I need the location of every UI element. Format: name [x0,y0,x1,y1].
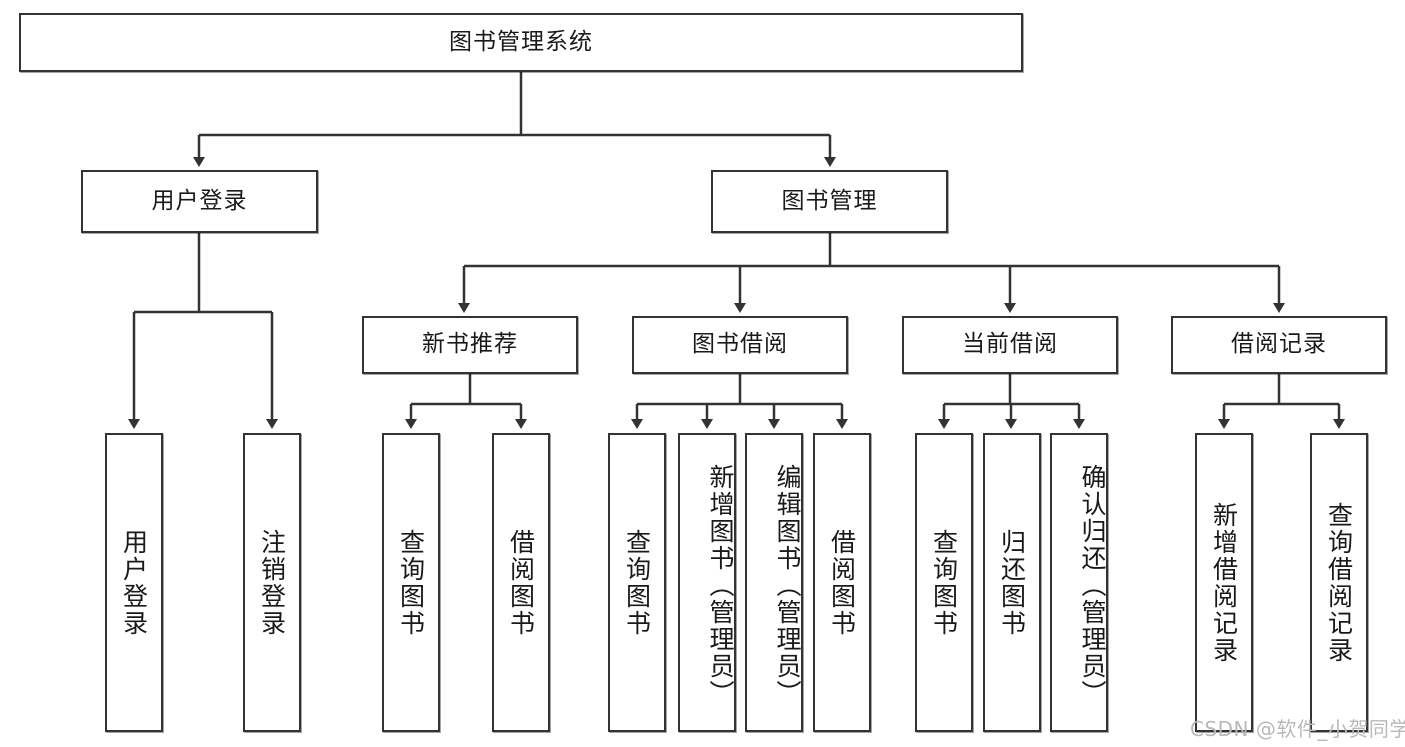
leaf-borrow-edit-book-admin[interactable]: 编辑图书（管理员） [745,433,803,732]
node-current-borrowing[interactable]: 当前借阅 [902,316,1118,374]
node-borrowing-record[interactable]: 借阅记录 [1171,316,1387,374]
leaf-current-query-book[interactable]: 查询图书 [915,433,973,732]
leaf-record-query-borrow-record[interactable]: 查询借阅记录 [1310,433,1368,732]
node-label: 确认归还（管理员） [1078,464,1107,707]
leaf-user-logout[interactable]: 注销登录 [243,433,301,732]
node-label: 查询图书 [396,528,426,637]
node-label: 图书管理 [781,187,878,214]
leaf-current-confirm-return-admin[interactable]: 确认归还（管理员） [1050,433,1108,732]
node-label: 新书推荐 [422,331,518,358]
node-label: 注销登录 [257,528,287,637]
node-label: 借阅图书 [506,528,536,637]
node-label: 用户登录 [151,187,248,214]
node-label: 借阅图书 [827,528,857,637]
node-label: 编辑图书（管理员） [773,464,802,707]
node-label: 查询图书 [622,528,652,637]
node-root-book-management-system[interactable]: 图书管理系统 [19,13,1023,72]
node-book-borrowing[interactable]: 图书借阅 [632,316,848,374]
node-label: 图书管理系统 [449,28,593,55]
node-label: 图书借阅 [692,331,788,358]
leaf-recommend-borrow-book[interactable]: 借阅图书 [492,433,550,732]
node-label: 用户登录 [119,528,149,637]
node-label: 查询借阅记录 [1324,501,1354,664]
node-label: 新增借阅记录 [1209,501,1239,664]
leaf-borrow-query-book[interactable]: 查询图书 [608,433,666,732]
node-label: 当前借阅 [962,331,1058,358]
node-label: 归还图书 [997,528,1027,637]
leaf-recommend-query-book[interactable]: 查询图书 [382,433,440,732]
leaf-record-add-borrow-record[interactable]: 新增借阅记录 [1195,433,1253,732]
node-label: 新增图书（管理员） [706,464,735,707]
node-label: 借阅记录 [1231,331,1327,358]
leaf-current-return-book[interactable]: 归还图书 [983,433,1041,732]
leaf-borrow-add-book-admin[interactable]: 新增图书（管理员） [678,433,736,732]
node-book-management[interactable]: 图书管理 [711,170,948,233]
leaf-borrow-lend-book[interactable]: 借阅图书 [813,433,871,732]
node-label: 查询图书 [929,528,959,637]
node-user-login[interactable]: 用户登录 [81,170,318,233]
leaf-user-login[interactable]: 用户登录 [105,433,163,732]
node-new-book-recommendation[interactable]: 新书推荐 [362,316,578,374]
